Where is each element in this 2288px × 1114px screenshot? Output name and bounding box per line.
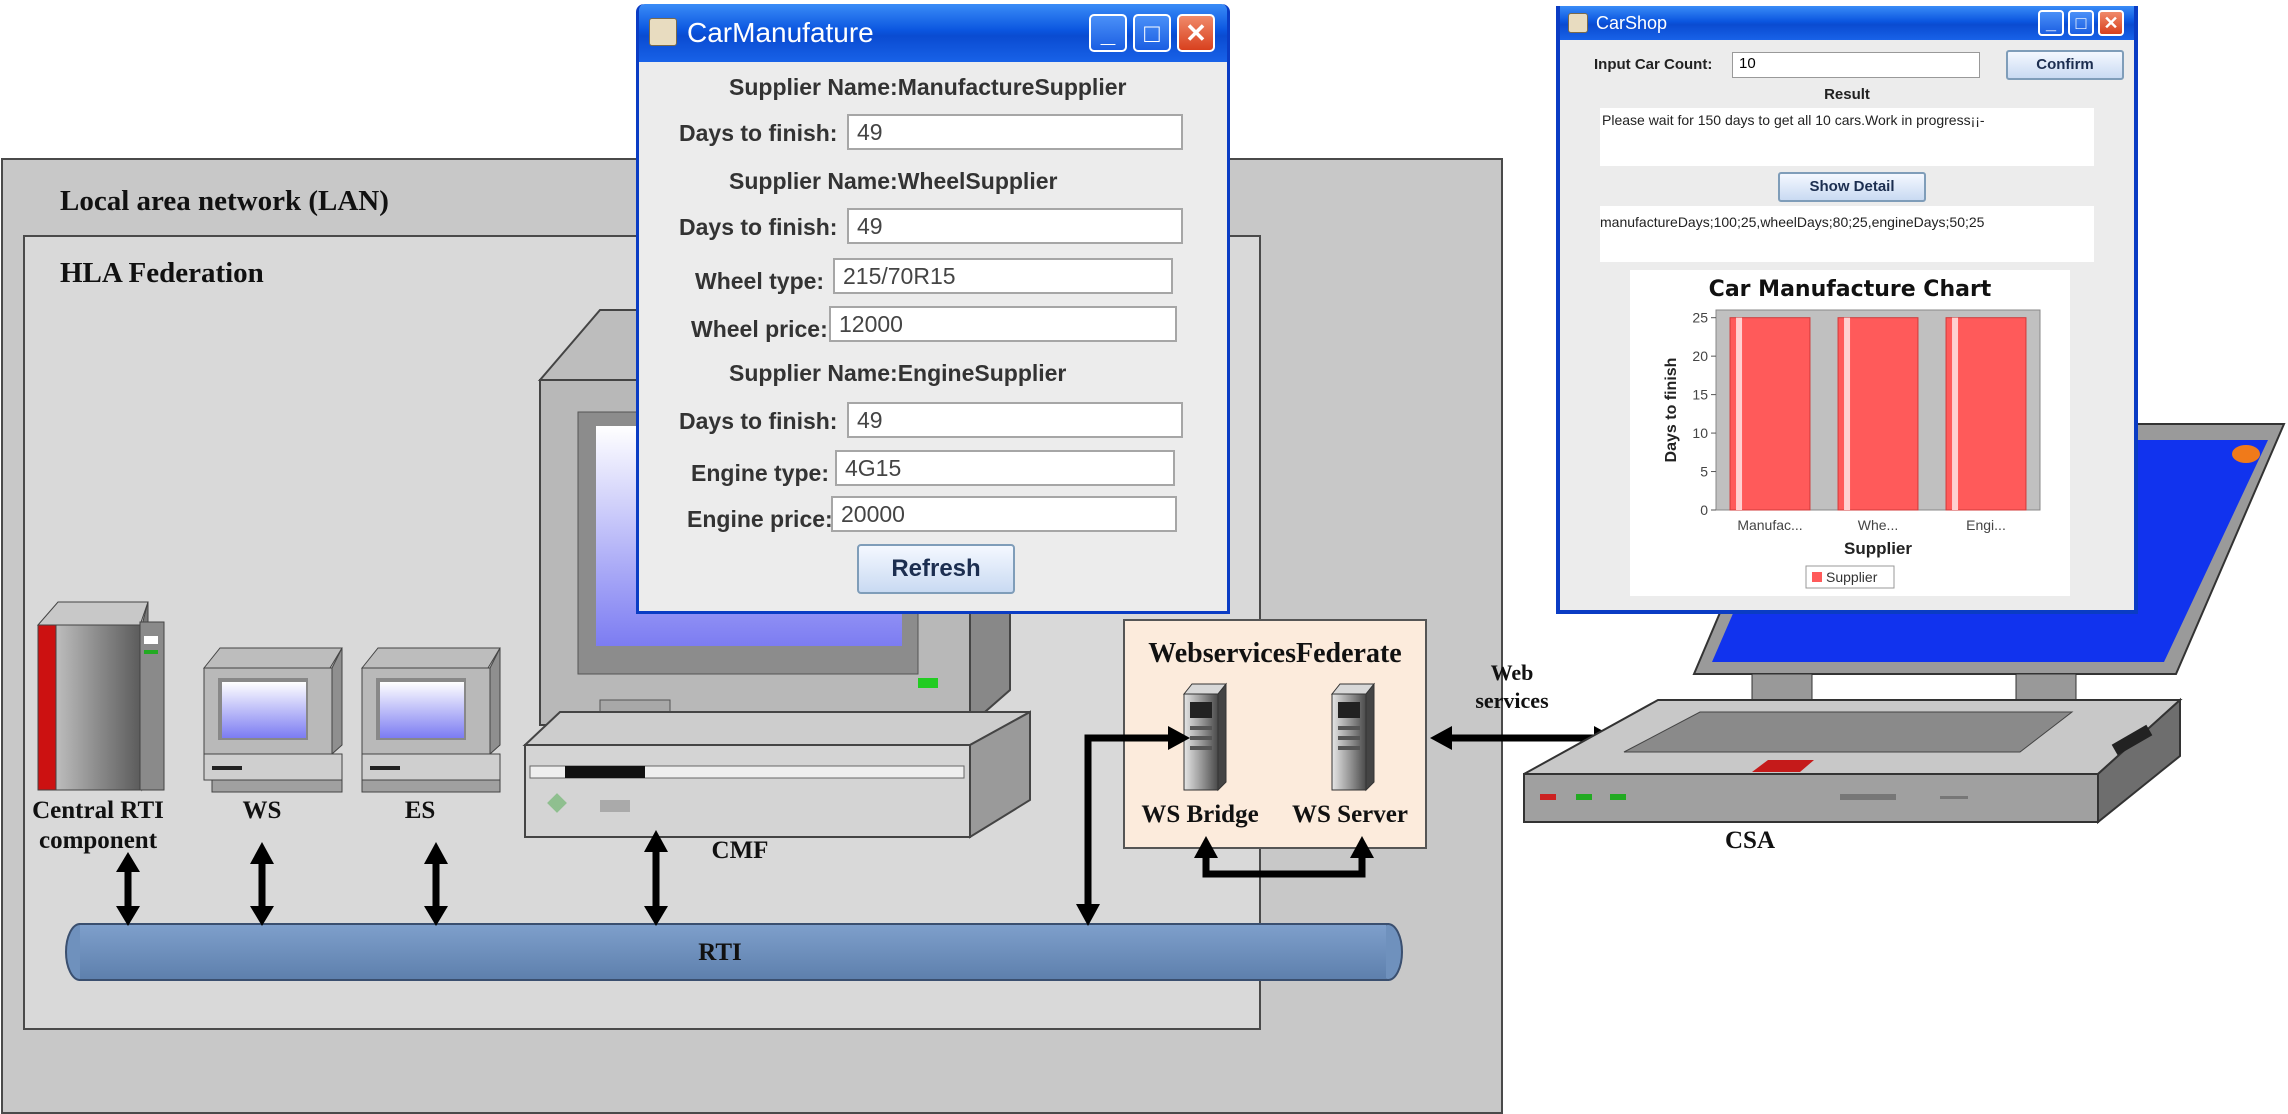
detail-area: manufactureDays;100;25,wheelDays;80;25,e…: [1600, 206, 2094, 262]
web-services-label-1: Web: [1491, 660, 1534, 685]
ws-arrow: [250, 842, 274, 926]
engine-type-field[interactable]: 4G15: [835, 450, 1175, 486]
chart-bar-highlight: [1844, 317, 1851, 510]
engine-days-label: Days to finish:: [679, 408, 838, 434]
x-tick-label: Engi...: [1966, 517, 2006, 533]
chart-bar: [1945, 317, 2027, 511]
engine-type-label: Engine type:: [691, 460, 830, 486]
legend-box: [1805, 565, 1895, 589]
car-shop-window: CarShop _ □ ✕ Input Car Count: 10 Confir…: [1556, 6, 2138, 614]
y-tick-label: 0: [1700, 502, 1708, 518]
minimize-icon: _: [2045, 13, 2056, 33]
rti-label: RTI: [698, 939, 742, 966]
manufacture-days-label: Days to finish:: [679, 120, 838, 146]
wheel-supplier-heading: Supplier Name:WheelSupplier: [729, 168, 1058, 194]
web-services-label-2: services: [1475, 688, 1549, 713]
input-car-count-label: Input Car Count:: [1594, 56, 1713, 73]
minimize-button[interactable]: _: [1089, 14, 1127, 52]
central-rti-server-icon: [36, 601, 165, 792]
chart-bar: [1837, 317, 1919, 511]
close-icon: ✕: [2103, 13, 2119, 33]
legend-label: Supplier: [1826, 569, 1878, 585]
ws-computer-icon: [202, 647, 343, 793]
y-axis-label: Days to finish: [1663, 358, 1680, 463]
maximize-button[interactable]: □: [1133, 14, 1171, 52]
rti-bus: [65, 923, 1403, 981]
wheel-type-field[interactable]: 215/70R15: [833, 258, 1173, 294]
chart-bar-highlight: [1952, 317, 1959, 510]
result-heading: Result: [1824, 86, 1870, 103]
cmf-label: CMF: [712, 837, 769, 864]
x-tick-label: Whe...: [1858, 517, 1898, 533]
ws-bridge-label: WS Bridge: [1141, 801, 1258, 828]
wheel-days-label: Days to finish:: [679, 214, 838, 240]
chart-title: Car Manufacture Chart: [1709, 277, 1992, 302]
detail-text: manufactureDays;100;25,wheelDays;80;25,e…: [1600, 214, 1985, 230]
y-tick-label: 20: [1692, 348, 1708, 364]
cmf-arrow: [644, 830, 668, 926]
csa-label: CSA: [1725, 827, 1775, 854]
es-label: ES: [405, 797, 436, 824]
maximize-icon: □: [1144, 18, 1160, 48]
bridge-server-arrow: [1194, 836, 1374, 878]
engine-price-label: Engine price:: [687, 506, 833, 532]
car-count-input[interactable]: 10: [1732, 52, 1980, 78]
maximize-icon: □: [2075, 13, 2087, 33]
engine-days-field[interactable]: 49: [847, 402, 1183, 438]
legend-swatch: [1812, 572, 1822, 582]
x-axis-label: Supplier: [1844, 539, 1912, 558]
chart-bar: [1729, 317, 1811, 511]
engine-supplier-heading: Supplier Name:EngineSupplier: [729, 360, 1067, 386]
close-icon: ✕: [1185, 18, 1207, 48]
cs-maximize-button[interactable]: □: [2068, 10, 2094, 36]
cs-window-title: CarShop: [1596, 13, 1668, 33]
y-tick-label: 5: [1700, 464, 1708, 480]
webservices-federate-label: WebservicesFederate: [1148, 638, 1401, 669]
cs-close-button[interactable]: ✕: [2098, 10, 2124, 36]
y-tick-label: 25: [1692, 310, 1708, 326]
manufacture-days-field[interactable]: 49: [847, 114, 1183, 150]
ws-label: WS: [243, 797, 282, 824]
wheel-price-label: Wheel price:: [691, 316, 828, 342]
refresh-button[interactable]: Refresh: [857, 544, 1015, 594]
lan-label: Local area network (LAN): [60, 185, 389, 217]
close-button[interactable]: ✕: [1177, 14, 1215, 52]
es-arrow: [424, 842, 448, 926]
bridge-rti-arrow: [1076, 726, 1190, 926]
engine-price-field[interactable]: 20000: [831, 496, 1177, 532]
ws-server-icon: [1330, 682, 1376, 792]
chart-svg: Car Manufacture Chart 0 5 10 15 20 25Manufac..…: [1663, 277, 2041, 589]
result-area: Please wait for 150 days to get all 10 c…: [1600, 108, 2094, 166]
car-manufature-window: CarManufature _ □ ✕ Supplier Name:Manufa…: [636, 4, 1230, 614]
central-rti-label-2: component: [39, 827, 158, 854]
java-app-icon: [649, 18, 677, 46]
y-tick-label: 10: [1692, 425, 1708, 441]
cm-title-bar[interactable]: CarManufature _ □ ✕: [639, 4, 1227, 62]
y-tick-label: 15: [1692, 387, 1708, 403]
result-text: Please wait for 150 days to get all 10 c…: [1602, 112, 1985, 128]
wheel-days-field[interactable]: 49: [847, 208, 1183, 244]
ws-bridge-server-icon: [1182, 682, 1228, 792]
wheel-price-field[interactable]: 12000: [829, 306, 1177, 342]
chart-bar-highlight: [1736, 317, 1743, 510]
es-computer-icon: [360, 647, 501, 793]
wheel-type-label: Wheel type:: [695, 268, 825, 294]
central-rti-arrow: [116, 852, 140, 926]
cs-minimize-button[interactable]: _: [2038, 10, 2064, 36]
confirm-button[interactable]: Confirm: [2006, 50, 2124, 80]
show-detail-button[interactable]: Show Detail: [1778, 172, 1926, 202]
ws-server-label: WS Server: [1292, 801, 1408, 828]
central-rti-label-1: Central RTI: [32, 797, 164, 824]
cm-window-title: CarManufature: [687, 17, 874, 48]
java-app-icon: [1568, 13, 1588, 33]
hla-federation-label: HLA Federation: [60, 257, 264, 289]
minimize-icon: _: [1100, 18, 1116, 48]
manufacture-supplier-heading: Supplier Name:ManufactureSupplier: [729, 74, 1127, 100]
x-tick-label: Manufac...: [1737, 517, 1802, 533]
cs-title-bar[interactable]: CarShop _ □ ✕: [1560, 6, 2134, 40]
